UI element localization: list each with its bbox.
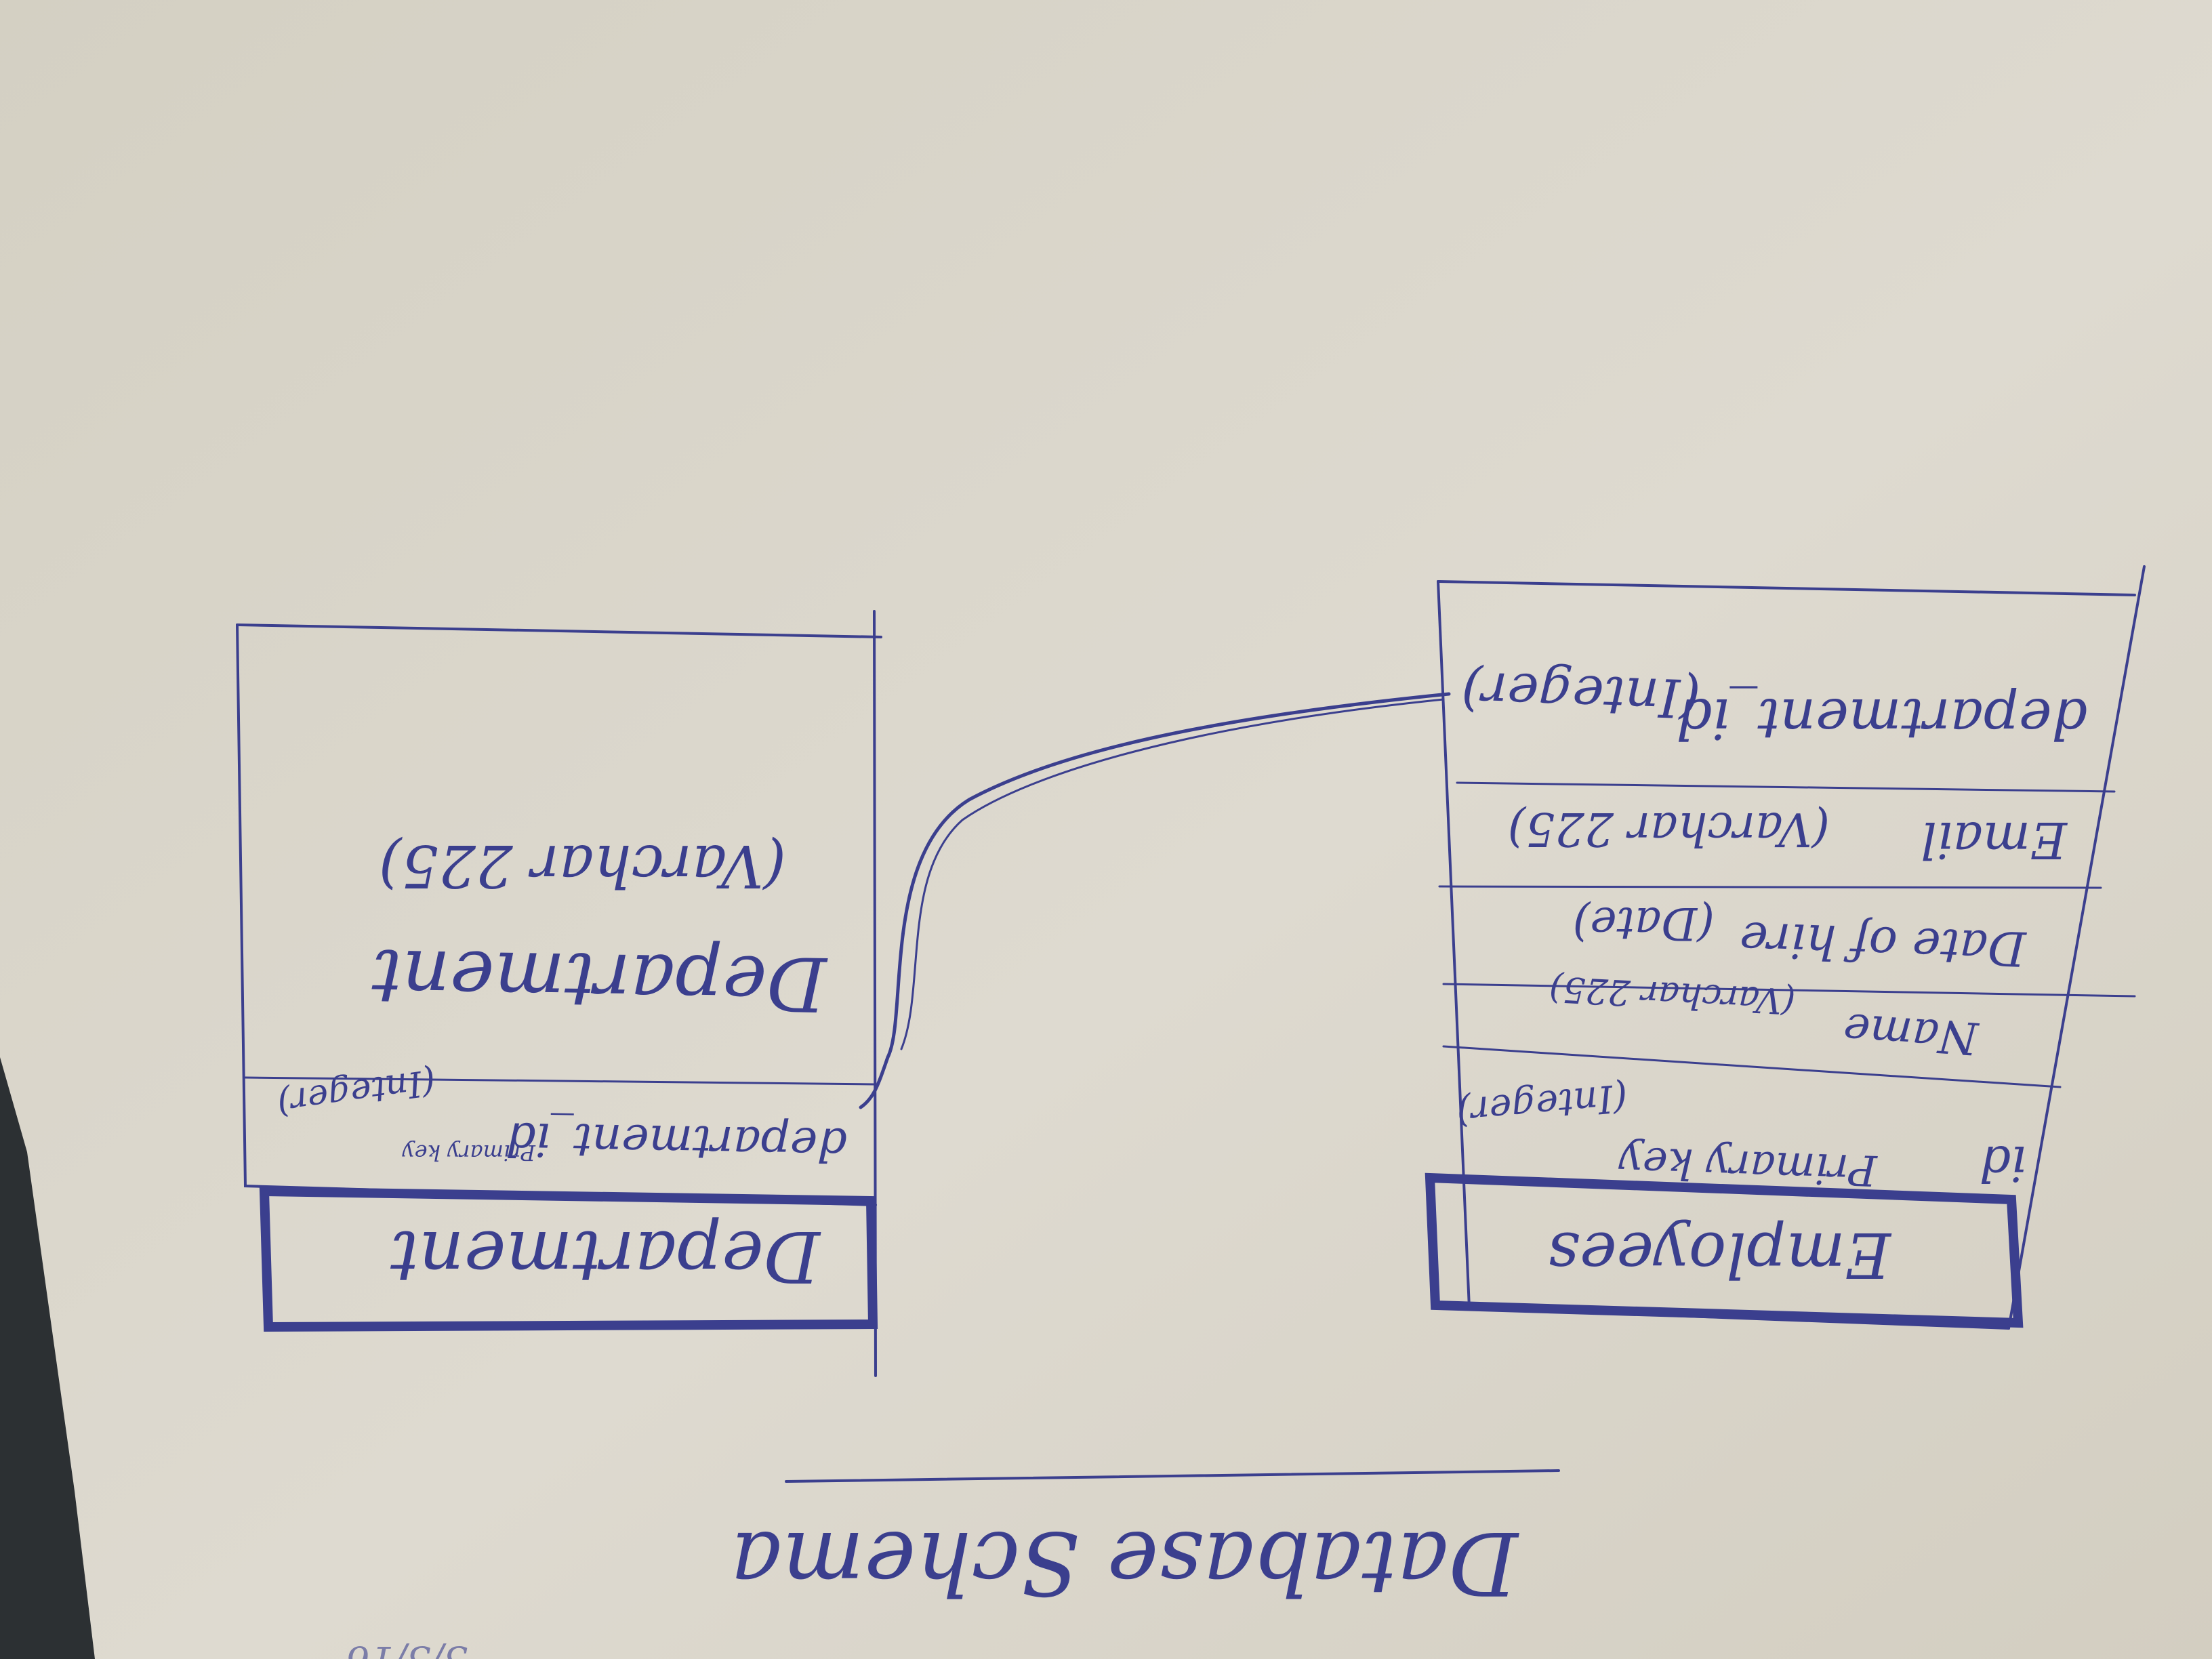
title-underline (785, 1469, 1560, 1483)
department-top-border (236, 623, 882, 638)
employees-field-department-id: department_id (1677, 686, 2087, 750)
employees-header-label: Employees (1548, 1218, 1892, 1291)
department-field-department-id: department_id (506, 1111, 847, 1171)
employees-row-divider (1456, 781, 2116, 793)
department-field-department-id-note: Primary key (402, 1140, 536, 1166)
shadow-edge (0, 1057, 95, 1659)
employees-row-divider (1442, 983, 2136, 998)
department-header-box (259, 1186, 878, 1332)
employees-outline-right (2007, 565, 2146, 1330)
employees-header-box (1425, 1172, 2024, 1328)
department-field-department: Department (371, 933, 828, 1027)
diagram-title: Database Schema (731, 1512, 1519, 1613)
department-row-divider (244, 1076, 876, 1086)
employees-field-date-of-hire-type: (Date) (1573, 897, 1715, 949)
employees-row-divider (1442, 1045, 2062, 1088)
employees-table (1425, 565, 2146, 1330)
employees-field-date-of-hire: Date of hire (1739, 911, 2028, 977)
rotated-drawing (236, 565, 2146, 1483)
department-field-department-type: (Varchar 225) (379, 832, 786, 899)
relationship-connector (859, 692, 1451, 1109)
department-table (236, 610, 882, 1377)
employees-field-id: id (1980, 1135, 2026, 1192)
employees-field-department-id-type: (Integer) (1460, 659, 1702, 729)
employees-top-border (1437, 580, 2136, 596)
handwritten-text: Employees id Primary key (Integer) Name … (274, 659, 2087, 1659)
relationship-connector-overstroke (900, 698, 1445, 1050)
department-header-label: Department (390, 1215, 821, 1298)
employees-field-name: Name (1841, 1003, 1981, 1065)
employees-row-divider (1438, 885, 2102, 889)
employees-field-id-note: Primary key (1618, 1137, 1879, 1195)
diagram-date: 3/3/16 (346, 1637, 468, 1659)
employees-field-email-type: (Varchar 225) (1508, 802, 1830, 855)
employees-field-email: Email (1921, 811, 2068, 869)
